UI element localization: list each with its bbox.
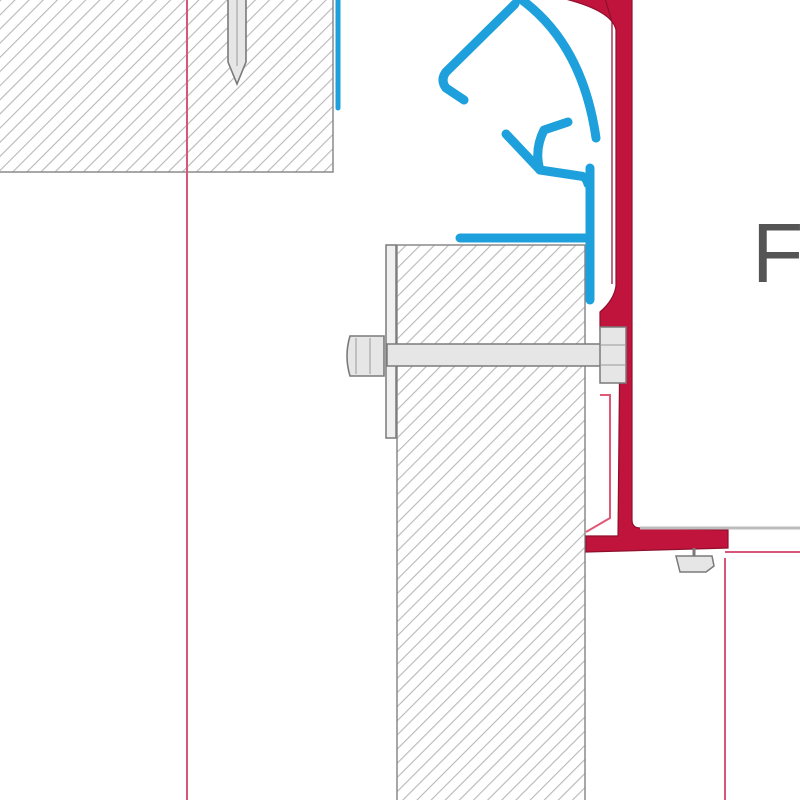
- upper-wall-block: [0, 0, 334, 173]
- bolt-head-icon: [346, 335, 385, 377]
- blue-awning-profile: [438, 0, 601, 305]
- red-mounting-profile: [566, 0, 729, 553]
- nail-icon: [227, 0, 247, 87]
- lower-wall-block: [396, 244, 586, 800]
- bolt-shaft: [386, 343, 604, 367]
- screw-icon: [675, 548, 715, 573]
- washer-plate: [385, 244, 397, 439]
- nut-icon: [599, 326, 627, 384]
- diagram-label: Fi: [752, 206, 800, 300]
